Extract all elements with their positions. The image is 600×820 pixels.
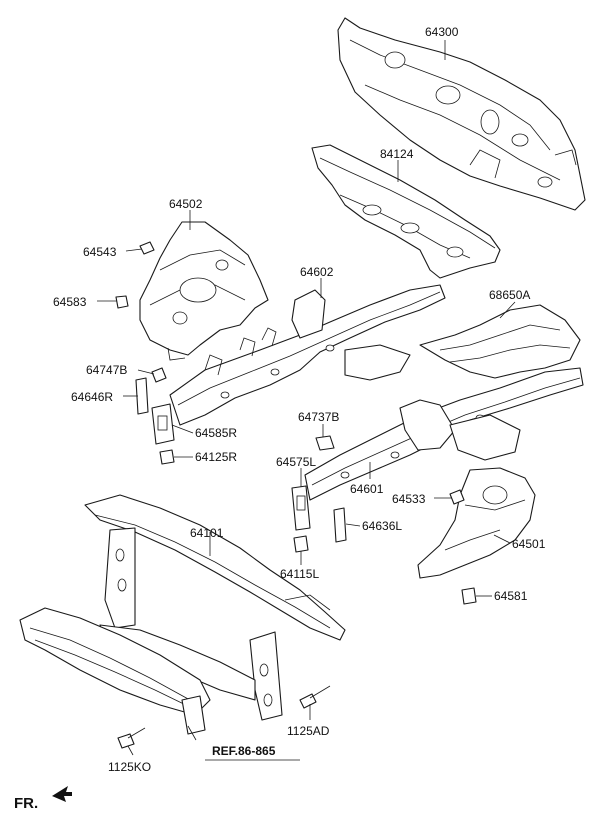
label-64101: 64101 xyxy=(190,526,224,540)
side-member-right-part xyxy=(304,367,584,501)
radiator-support-part xyxy=(84,494,346,721)
apron-left-part xyxy=(139,221,269,361)
label-64501: 64501 xyxy=(512,537,546,551)
bracket-64737b-part xyxy=(315,435,335,451)
apron-right-part xyxy=(417,467,536,579)
bracket-64747b-part xyxy=(151,367,167,383)
bracket-64115l-part xyxy=(293,535,309,553)
label-64543: 64543 xyxy=(83,245,117,259)
label-64737b: 64737B xyxy=(298,410,339,424)
reinforcement-64585r-part xyxy=(151,403,175,445)
front-direction-indicator: FR. xyxy=(14,786,72,812)
label-68650a: 68650A xyxy=(489,288,530,302)
reinforcement-64646r-part xyxy=(135,377,149,415)
label-64636l: 64636L xyxy=(362,519,402,533)
clip-64581-part xyxy=(461,587,477,605)
clip-64583-part xyxy=(115,295,129,309)
label-64581: 64581 xyxy=(494,589,528,603)
bumper-beam-part xyxy=(19,607,211,735)
label-64300: 64300 xyxy=(425,25,459,39)
cowl-panel-part xyxy=(311,144,501,279)
front-direction-label: FR. xyxy=(14,795,38,812)
label-64583: 64583 xyxy=(53,295,87,309)
label-64585r: 64585R xyxy=(195,426,237,440)
label-64646r: 64646R xyxy=(71,390,113,404)
front-arrow-icon xyxy=(52,786,72,802)
side-member-left-part xyxy=(169,284,446,426)
clip-64533-part xyxy=(449,489,465,505)
leader-lines xyxy=(97,40,516,761)
bolt-1125ko-part xyxy=(117,727,146,749)
label-64533: 64533 xyxy=(392,492,426,506)
bolt-1125ad-part xyxy=(299,685,331,709)
reinforcement-64636l-part xyxy=(333,507,347,543)
label-64601: 64601 xyxy=(350,482,384,496)
dash-panel-part xyxy=(337,17,586,211)
heat-protector-part xyxy=(419,304,581,379)
label-64502: 64502 xyxy=(169,197,203,211)
label-64747b: 64747B xyxy=(86,363,127,377)
reference-label: REF.86-865 xyxy=(212,744,276,758)
reinforcement-64575l-part xyxy=(291,485,311,531)
label-64602: 64602 xyxy=(300,265,334,279)
label-84124: 84124 xyxy=(380,147,414,161)
clip-64543-part xyxy=(139,241,155,255)
label-64575l: 64575L xyxy=(276,455,316,469)
bracket-64125r-part xyxy=(159,449,175,465)
label-64125r: 64125R xyxy=(195,450,237,464)
label-64115l: 64115L xyxy=(280,567,319,581)
label-1125ko: 1125KO xyxy=(108,760,151,774)
label-1125ad: 1125AD xyxy=(287,724,330,738)
